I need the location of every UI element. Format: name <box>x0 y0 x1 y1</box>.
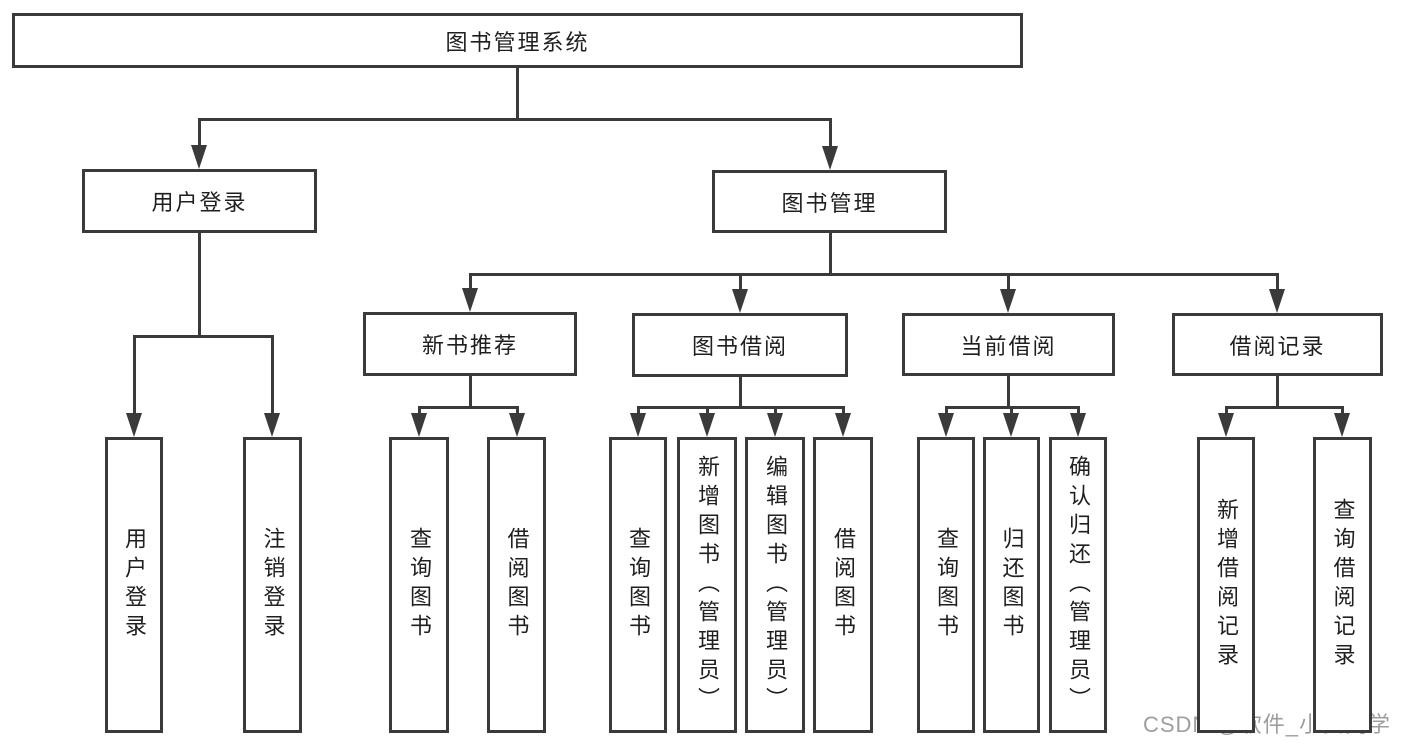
node-label: 新增图书（管理员） <box>695 454 720 716</box>
node-label: 编辑图书（管理员） <box>763 454 788 716</box>
arrow-down-icon <box>732 289 748 313</box>
arrow-down-icon <box>938 413 954 437</box>
connector-line <box>1007 273 1010 295</box>
node-label: 新增借阅记录 <box>1214 498 1239 672</box>
connector-line <box>1077 406 1080 419</box>
connector-line <box>1341 406 1344 419</box>
connector-line <box>637 406 845 409</box>
connector-line <box>1276 273 1279 295</box>
arrow-down-icon <box>1000 289 1016 313</box>
arrow-down-icon <box>509 413 525 437</box>
connector-line <box>637 406 640 419</box>
connector-line <box>1010 406 1013 419</box>
arrow-down-icon <box>1269 289 1285 313</box>
node-leaf-return-book: 归还图书 <box>983 437 1040 733</box>
node-label: 查询图书 <box>407 527 432 643</box>
arrow-down-icon <box>1334 413 1350 437</box>
node-leaf-query-book-rec: 查询图书 <box>389 437 449 733</box>
arrow-down-icon <box>822 146 838 170</box>
connector-line <box>469 273 472 294</box>
node-label: 借阅图书 <box>504 527 530 643</box>
connector-line <box>516 406 519 419</box>
node-leaf-user-login: 用户登录 <box>105 437 163 733</box>
connector-line <box>198 233 201 338</box>
node-leaf-add-borrow-record: 新增借阅记录 <box>1197 437 1255 733</box>
arrow-down-icon <box>767 413 783 437</box>
node-label: 查询图书 <box>626 527 651 643</box>
node-leaf-query-book-borrow: 查询图书 <box>609 437 667 733</box>
arrow-down-icon <box>126 413 142 437</box>
connector-line <box>1007 376 1010 409</box>
connector-line <box>198 118 832 121</box>
connector-line <box>945 406 948 419</box>
node-label: 查询图书 <box>934 527 959 643</box>
node-leaf-confirm-return-admin: 确认归还（管理员） <box>1049 437 1107 733</box>
node-label: 注销登录 <box>260 527 286 643</box>
arrow-down-icon <box>630 413 646 437</box>
node-label: 新书推荐 <box>421 333 518 358</box>
arrow-down-icon <box>411 413 427 437</box>
node-label: 借阅图书 <box>831 527 856 643</box>
connector-line <box>469 376 472 409</box>
arrow-down-icon <box>699 413 715 437</box>
connector-line <box>1276 376 1279 409</box>
connector-line <box>1225 406 1344 409</box>
connector-line <box>516 68 519 121</box>
connector-line <box>829 118 832 152</box>
arrow-down-icon <box>835 413 851 437</box>
node-label: 当前借阅 <box>960 333 1057 359</box>
connector-line <box>842 406 845 419</box>
connector-line <box>198 118 201 151</box>
node-leaf-borrow-book-borrow: 借阅图书 <box>813 437 873 733</box>
node-leaf-edit-book-admin: 编辑图书（管理员） <box>745 437 805 733</box>
node-root: 图书管理系统 <box>12 13 1023 68</box>
arrow-down-icon <box>264 413 280 437</box>
node-label: 查询借阅记录 <box>1330 498 1356 672</box>
node-book-borrowing: 图书借阅 <box>632 313 848 377</box>
node-leaf-add-book-admin: 新增图书（管理员） <box>677 437 737 733</box>
connector-line <box>418 406 421 419</box>
connector-line <box>418 406 519 409</box>
node-label: 图书管理系统 <box>445 29 590 55</box>
node-label: 确认归还（管理员） <box>1066 454 1091 716</box>
connector-line <box>829 233 832 276</box>
node-leaf-query-borrow-record: 查询借阅记录 <box>1313 437 1372 733</box>
node-leaf-borrow-book-rec: 借阅图书 <box>487 437 546 733</box>
connector-line <box>739 273 742 295</box>
arrow-down-icon <box>191 145 207 169</box>
node-user-login: 用户登录 <box>82 169 317 233</box>
arrow-down-icon <box>462 288 478 312</box>
node-label: 图书借阅 <box>691 334 788 359</box>
connector-line <box>133 335 136 419</box>
connector-line <box>706 406 709 419</box>
connector-line <box>739 377 742 409</box>
node-label: 用户登录 <box>151 190 248 215</box>
node-leaf-query-book-current: 查询图书 <box>917 437 975 733</box>
connector-line <box>469 273 1279 276</box>
node-borrowing-records: 借阅记录 <box>1172 313 1383 376</box>
node-new-book-recommend: 新书推荐 <box>363 312 577 376</box>
node-label: 归还图书 <box>999 527 1025 643</box>
connector-line <box>774 406 777 419</box>
node-label: 图书管理 <box>781 190 878 216</box>
node-label: 用户登录 <box>122 527 147 643</box>
arrow-down-icon <box>1003 413 1019 437</box>
arrow-down-icon <box>1218 413 1234 437</box>
connector-line <box>133 335 274 338</box>
connector-line <box>271 335 274 419</box>
node-current-borrowing: 当前借阅 <box>902 313 1115 376</box>
node-leaf-logout: 注销登录 <box>243 437 302 733</box>
node-label: 借阅记录 <box>1229 333 1326 359</box>
arrow-down-icon <box>1070 413 1086 437</box>
connector-line <box>1225 406 1228 419</box>
node-book-management: 图书管理 <box>712 170 947 233</box>
